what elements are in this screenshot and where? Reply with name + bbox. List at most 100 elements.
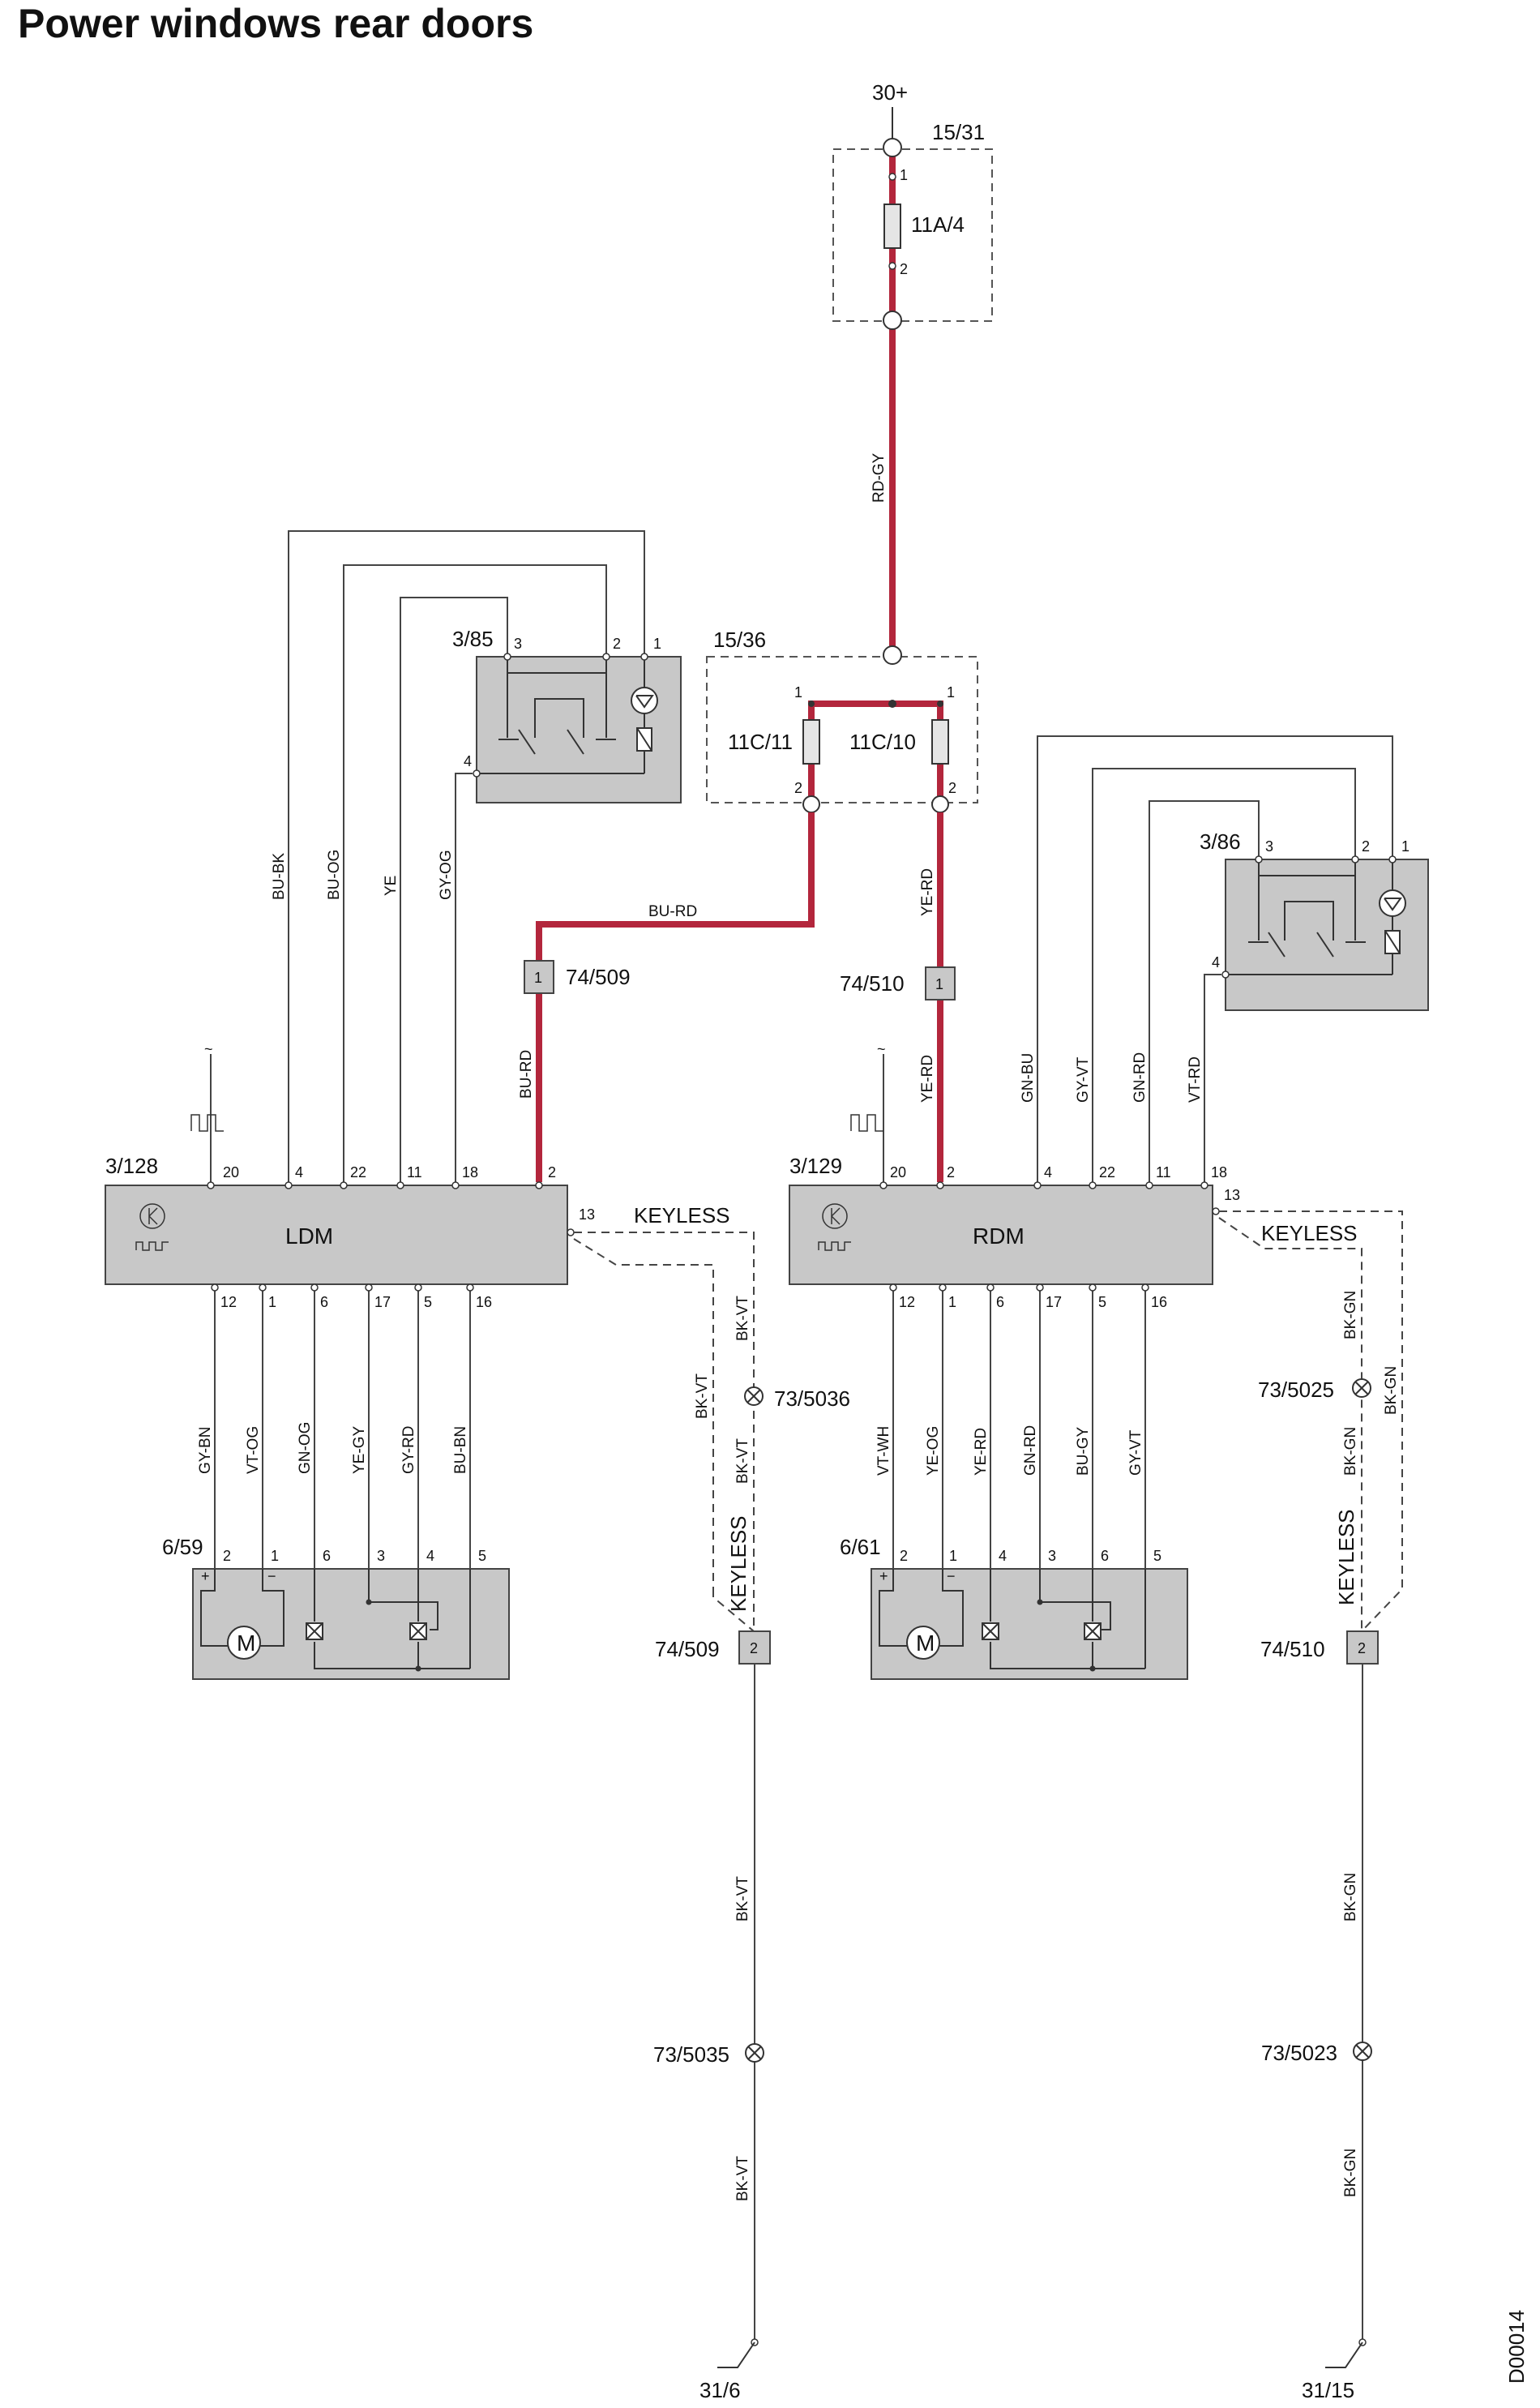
svg-text:6: 6	[320, 1294, 328, 1310]
connector-74-509-bottom	[738, 1630, 771, 1665]
wire-label: GY-VT	[1127, 1429, 1144, 1476]
connector-74-510-bottom-label: 74/510	[1260, 1637, 1325, 1661]
svg-text:−: −	[947, 1568, 956, 1584]
svg-text:6: 6	[1101, 1548, 1109, 1564]
wire-label: VT-OG	[245, 1426, 262, 1474]
wire-label: BK-GN	[1383, 1366, 1400, 1415]
svg-text:+: +	[201, 1568, 210, 1584]
ground-symbol	[1325, 2342, 1363, 2368]
fusebox-15-36-section: 15/36 1 1 11C/11 11C/10 2 2	[706, 628, 978, 813]
wire-label: BK-VT	[694, 1373, 711, 1419]
motor-6-61-section: 12 1 6 17 5 16 VT-WH YE-OG YE-RD GN-RD B…	[840, 1283, 1188, 1680]
motor-symbol: M	[916, 1630, 935, 1656]
wire-label-bu-rd-h: BU-RD	[648, 903, 697, 920]
svg-text:4: 4	[999, 1548, 1007, 1564]
svg-text:1: 1	[653, 636, 661, 652]
wire-label: GY-OG	[438, 850, 455, 900]
fuse-pin-1: 1	[900, 167, 908, 183]
switch-3-85-label: 3/85	[452, 627, 494, 651]
wire-label: BU-OG	[326, 850, 343, 900]
svg-text:1: 1	[947, 684, 955, 701]
keyless-vert-right: KEYLESS	[1334, 1509, 1358, 1605]
svg-text:2: 2	[750, 1640, 758, 1656]
wire-label: BK-GN	[1342, 2149, 1359, 2197]
svg-text:22: 22	[350, 1164, 366, 1180]
wire-label: BK-GN	[1342, 1291, 1359, 1339]
fuse-11c-11	[802, 719, 820, 765]
svg-text:3: 3	[1265, 838, 1273, 855]
svg-text:17: 17	[374, 1294, 391, 1310]
svg-text:4: 4	[1212, 954, 1220, 970]
fusebox-15-36	[706, 656, 978, 803]
svg-text:2: 2	[548, 1164, 556, 1180]
drawing-id: D00014	[1504, 2310, 1529, 2384]
wire-label: GY-BN	[197, 1427, 214, 1474]
svg-text:5: 5	[1153, 1548, 1161, 1564]
fuse-11c-11-label: 11C/11	[728, 730, 793, 754]
svg-text:1: 1	[1401, 838, 1410, 855]
svg-text:16: 16	[476, 1294, 492, 1310]
wire-label: BU-BN	[452, 1426, 469, 1474]
wire-label: YE-OG	[925, 1426, 942, 1476]
fuse-11c-10-label: 11C/10	[849, 730, 916, 754]
supply-terminal-label: 30+	[872, 80, 908, 105]
motor-symbol: M	[237, 1630, 255, 1656]
svg-text:5: 5	[424, 1294, 432, 1310]
connector-74-509-bottom-label: 74/509	[655, 1637, 720, 1661]
switch-3-85: 3/85 3 2 1 4	[288, 530, 682, 1182]
motor-6-61-label: 6/61	[840, 1535, 881, 1559]
motor-6-59-label: 6/59	[162, 1535, 203, 1559]
wire-label: BU-GY	[1075, 1427, 1092, 1476]
fusebox-15-36-label: 15/36	[713, 628, 766, 652]
keyless-label-left: KEYLESS	[634, 1203, 730, 1228]
switch-3-86: 3/86 3 2 1 4	[1037, 735, 1429, 1182]
svg-text:2: 2	[948, 780, 956, 796]
wire-label: BK-VT	[734, 1296, 751, 1341]
wire-label-ye-rd-1: YE-RD	[919, 868, 936, 916]
svg-text:12: 12	[899, 1294, 915, 1310]
svg-text:2: 2	[794, 780, 802, 796]
svg-text:20: 20	[890, 1164, 906, 1180]
right-feed: YE-RD 1 74/510 YE-RD	[840, 812, 956, 1182]
connector-74-510-label: 74/510	[840, 971, 905, 996]
svg-text:1: 1	[794, 684, 802, 701]
wire-label: VT-RD	[1187, 1056, 1204, 1103]
keyless-label-right: KEYLESS	[1261, 1221, 1358, 1245]
svg-text:18: 18	[1211, 1164, 1227, 1180]
svg-text:1: 1	[268, 1294, 276, 1310]
wire-label: YE-RD	[973, 1428, 990, 1476]
keyless-vert-left: KEYLESS	[726, 1515, 751, 1612]
connector-74-510-bottom	[1346, 1630, 1379, 1665]
svg-text:12: 12	[220, 1294, 237, 1310]
svg-text:5: 5	[478, 1548, 486, 1564]
wire-label-bu-rd-v: BU-RD	[518, 1050, 535, 1099]
wire-label: YE-GY	[351, 1426, 368, 1474]
svg-text:5: 5	[1098, 1294, 1106, 1310]
svg-text:1: 1	[271, 1548, 279, 1564]
svg-text:6: 6	[996, 1294, 1004, 1310]
svg-text:1: 1	[935, 976, 943, 992]
svg-text:~: ~	[204, 1041, 213, 1057]
splice-73-5023-label: 73/5023	[1261, 2041, 1337, 2065]
svg-text:1: 1	[948, 1294, 956, 1310]
wire-label: GN-RD	[1131, 1052, 1149, 1103]
motor-6-59-body	[192, 1568, 510, 1680]
svg-text:3: 3	[514, 636, 522, 652]
svg-text:3: 3	[1048, 1548, 1056, 1564]
ground-31-6-label: 31/6	[699, 2378, 741, 2402]
fusebox-15-31-label: 15/31	[932, 120, 985, 144]
module-3-129-label: 3/129	[789, 1154, 842, 1178]
svg-text:6: 6	[323, 1548, 331, 1564]
fuse-11c-10	[931, 719, 949, 765]
svg-text:13: 13	[579, 1206, 595, 1223]
wire-bu-rd	[536, 812, 815, 1182]
ground-symbol	[717, 2342, 755, 2368]
svg-text:+: +	[879, 1568, 888, 1584]
module-ldm-body	[105, 1185, 568, 1285]
module-ldm: ~ 3/128 LDM 20 4 22 11 18 2 13 BU-BK BU-…	[105, 850, 595, 1285]
svg-text:4: 4	[295, 1164, 303, 1180]
splice-73-5036-label: 73/5036	[774, 1386, 850, 1411]
wire-label: VT-WH	[875, 1426, 892, 1476]
module-ldm-name: LDM	[285, 1223, 333, 1249]
